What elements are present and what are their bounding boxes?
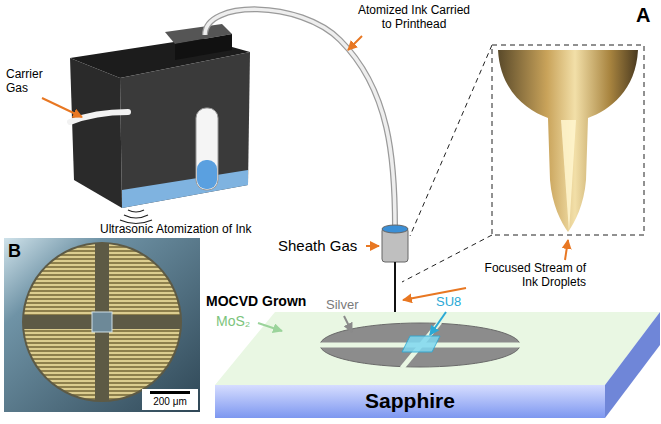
material-label: MOCVD Grown — [206, 293, 321, 309]
panel-letter: A — [636, 4, 658, 27]
panel-letter: B — [8, 241, 28, 262]
micrograph — [4, 238, 200, 412]
substrate — [215, 312, 660, 418]
substrate-slab: Sapphire — [215, 388, 605, 416]
scale-bar-label: 200 μm — [142, 396, 198, 408]
leader-lines — [42, 36, 568, 335]
hose-inner — [205, 9, 395, 228]
hose — [205, 9, 395, 228]
material-label: MoS₂ — [216, 313, 261, 329]
substrate-label: Sapphire — [215, 388, 605, 413]
process-note: Focused Stream of Ink Droplets — [468, 262, 586, 290]
gas-label: Sheath Gas — [278, 237, 368, 254]
process-note: Atomized Ink Carried to Printhead — [355, 4, 473, 32]
gas-label: Carrier Gas — [6, 68, 58, 96]
zoom-inset — [402, 45, 644, 282]
atomizer — [70, 24, 250, 224]
material-label: SU8 — [436, 295, 476, 310]
process-note: Ultrasonic Atomization of Ink — [100, 223, 275, 237]
material-label: Silver — [326, 298, 371, 313]
